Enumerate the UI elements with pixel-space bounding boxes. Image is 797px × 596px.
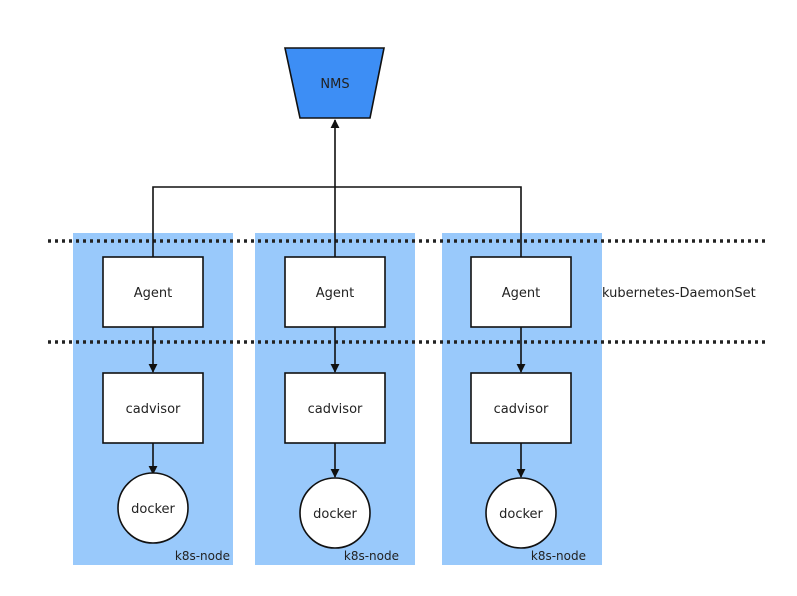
k8s-node-label-2: k8s-node bbox=[344, 549, 399, 563]
docker-label-2: docker bbox=[313, 507, 357, 522]
agent-box-3 bbox=[470, 256, 572, 328]
docker-circle-1 bbox=[117, 472, 189, 544]
cadvisor-label-1: cadvisor bbox=[126, 402, 181, 417]
cadvisor-label-2: cadvisor bbox=[308, 402, 363, 417]
docker-label-3: docker bbox=[499, 507, 543, 522]
docker-label-1: docker bbox=[131, 502, 175, 517]
daemonset-label: kubernetes-DaemonSet bbox=[602, 286, 756, 301]
cadvisor-label-3: cadvisor bbox=[494, 402, 549, 417]
k8s-node-label-3: k8s-node bbox=[531, 549, 586, 563]
agent-label-3: Agent bbox=[502, 286, 540, 301]
docker-circle-3 bbox=[485, 477, 557, 549]
nms-shape bbox=[284, 47, 385, 119]
cadvisor-box-3 bbox=[470, 372, 572, 444]
agent-label-2: Agent bbox=[316, 286, 354, 301]
agent-label-1: Agent bbox=[134, 286, 172, 301]
cadvisor-box-2 bbox=[284, 372, 386, 444]
nms-label: NMS bbox=[320, 77, 349, 92]
agent-box-2 bbox=[284, 256, 386, 328]
docker-circle-2 bbox=[299, 477, 371, 549]
agent-to-nms-connector bbox=[152, 186, 522, 257]
agent-box-1 bbox=[102, 256, 204, 328]
k8s-node-label-1: k8s-node bbox=[175, 549, 230, 563]
cadvisor-box-1 bbox=[102, 372, 204, 444]
